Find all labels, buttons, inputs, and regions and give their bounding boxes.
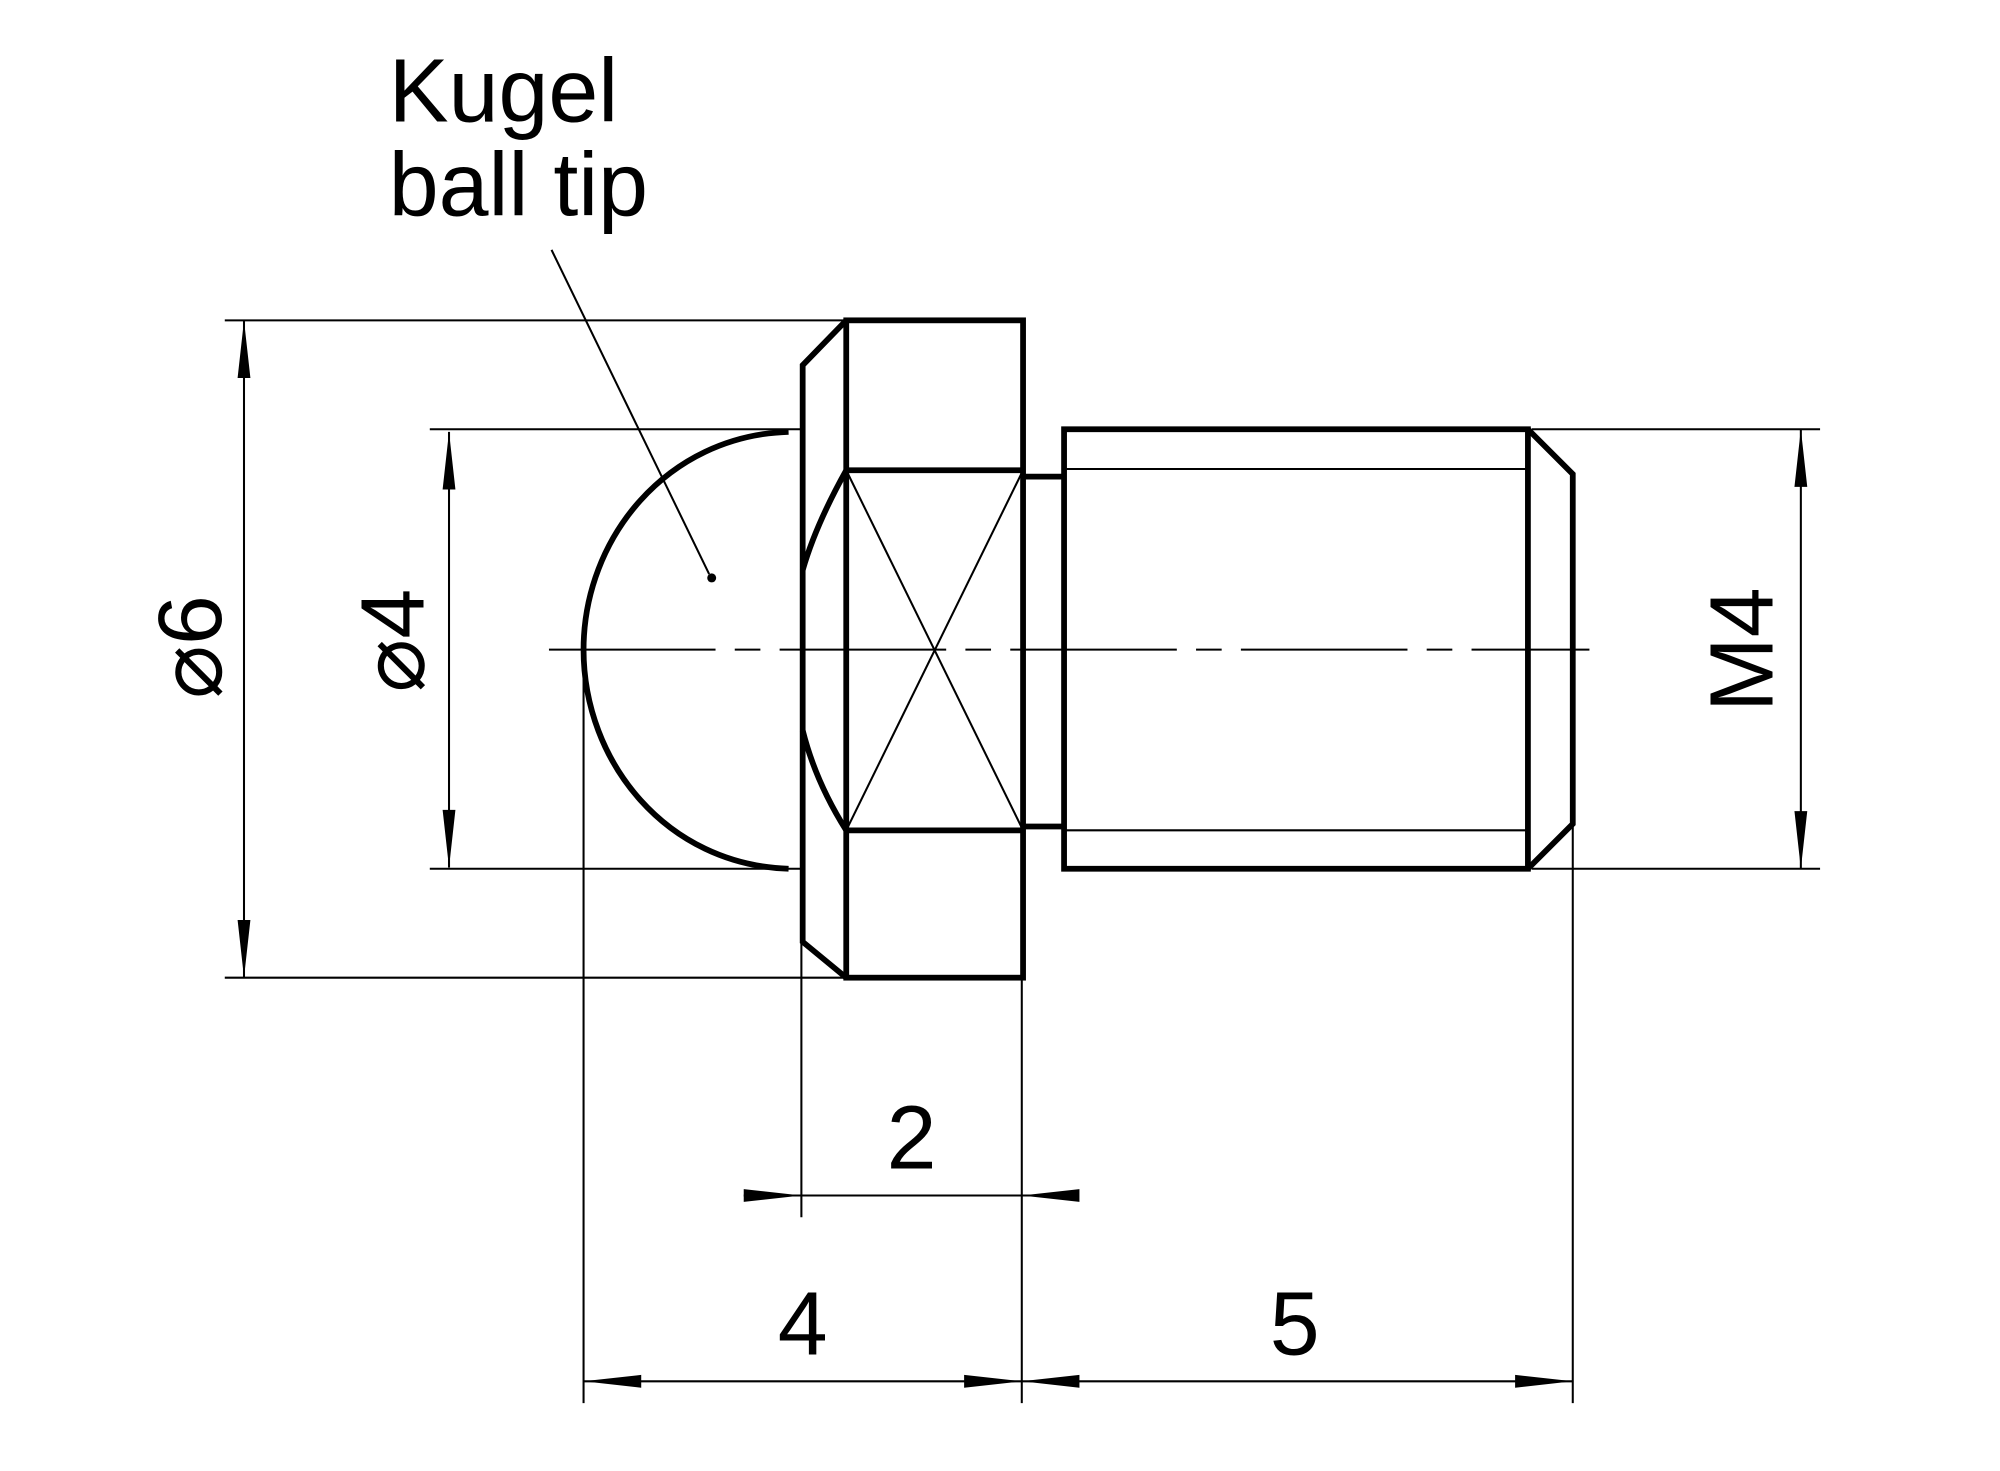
label-thread-length: 5 [1270, 1274, 1320, 1374]
neck [1023, 473, 1065, 830]
callout-kugel: Kugel [389, 42, 618, 142]
dim-head-length [743, 1189, 1080, 1202]
extension-lines [224, 319, 1821, 1404]
callout-ball-tip: ball tip [389, 135, 648, 235]
dim-thread-length [1021, 1374, 1573, 1388]
dim-ball-to-head [583, 1374, 1022, 1388]
dim-outer-diameter [237, 320, 251, 978]
label-outer-diameter: ⌀6 [141, 595, 241, 699]
label-ball-to-head: 4 [778, 1274, 828, 1374]
label-head-length: 2 [887, 1089, 937, 1189]
label-ball-diameter: ⌀4 [343, 589, 443, 693]
dim-ball-diameter [442, 431, 456, 868]
dim-thread [1794, 429, 1808, 869]
callout-leader [550, 249, 717, 583]
label-thread: M4 [1693, 587, 1793, 712]
